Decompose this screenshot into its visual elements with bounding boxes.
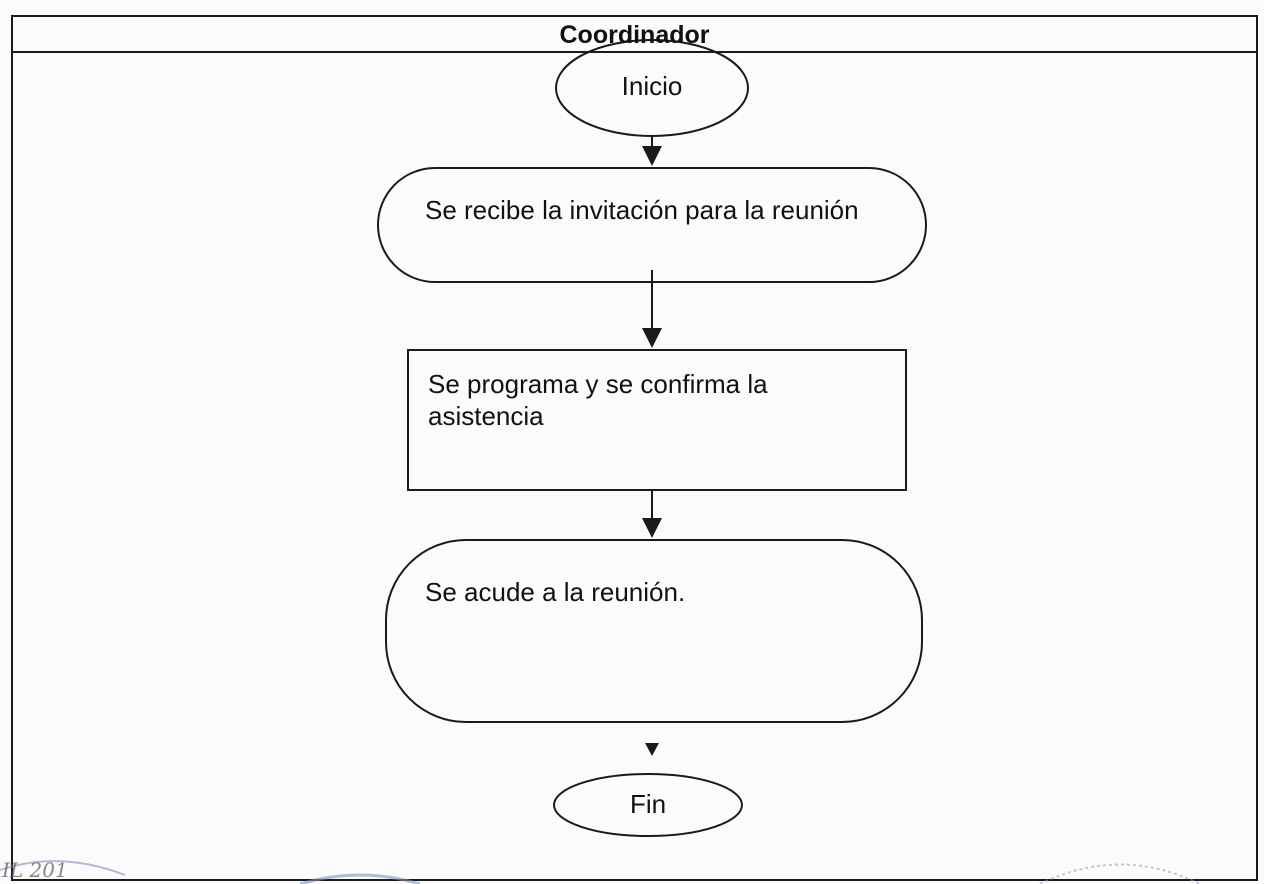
attend-meeting-node xyxy=(385,539,923,723)
swimlane-title: Coordinador xyxy=(559,21,710,49)
left-stamp-arc xyxy=(0,860,126,876)
center-stamp-arc xyxy=(299,873,421,884)
swimlane-frame xyxy=(11,15,1258,881)
start-label: Inicio xyxy=(621,71,683,101)
right-stamp-arc xyxy=(1039,863,1201,884)
end-terminal xyxy=(553,773,743,837)
schedule-confirm-label: Se programa y se confirma la asistencia xyxy=(428,369,768,431)
schedule-confirm-node xyxy=(407,349,907,491)
receive-invitation-label: Se recibe la invitación para la reunión xyxy=(425,195,859,225)
arrow-attend-to-end xyxy=(645,743,659,756)
end-label: Fin xyxy=(629,789,667,819)
date-stamp-text: IL 201 xyxy=(2,858,68,882)
attend-meeting-label: Se acude a la reunión. xyxy=(425,577,686,607)
